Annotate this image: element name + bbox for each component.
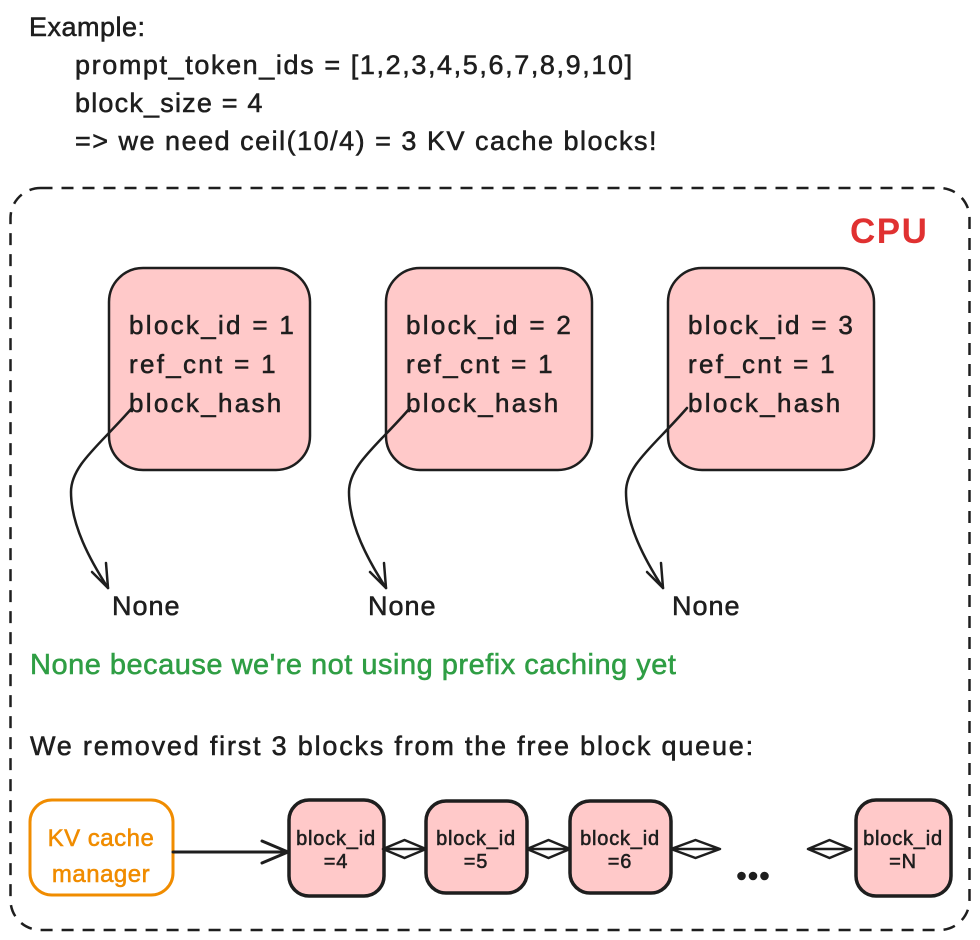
svg-text:block_id = 1: block_id = 1 — [129, 310, 296, 340]
svg-text:None: None — [672, 591, 741, 621]
svg-text:=5: =5 — [464, 851, 488, 873]
svg-text:KV cache: KV cache — [48, 825, 155, 852]
svg-text:We removed first 3 blocks from: We removed first 3 blocks from the free … — [30, 731, 755, 761]
svg-text:ref_cnt = 1: ref_cnt = 1 — [688, 349, 837, 379]
svg-text:prompt_token_ids = [1,2,3,4,5,: prompt_token_ids = [1,2,3,4,5,6,7,8,9,10… — [75, 50, 634, 80]
svg-text:block_id: block_id — [863, 828, 943, 850]
svg-text:manager: manager — [52, 861, 150, 888]
svg-text:block_size = 4: block_size = 4 — [75, 88, 264, 118]
svg-text:=6: =6 — [608, 851, 632, 873]
svg-text:ref_cnt = 1: ref_cnt = 1 — [129, 349, 278, 379]
svg-text:ref_cnt = 1: ref_cnt = 1 — [406, 349, 555, 379]
svg-text:block_hash: block_hash — [688, 388, 843, 418]
svg-text:=4: =4 — [324, 851, 348, 873]
svg-text:=> we need ceil(10/4) = 3 KV c: => we need ceil(10/4) = 3 KV cache block… — [75, 126, 658, 156]
svg-text:block_id: block_id — [580, 828, 660, 850]
svg-text:block_id: block_id — [436, 828, 516, 850]
svg-text:block_hash: block_hash — [406, 388, 561, 418]
svg-text:block_hash: block_hash — [129, 388, 284, 418]
svg-text:block_id = 3: block_id = 3 — [688, 310, 855, 340]
svg-text:None: None — [112, 591, 181, 621]
svg-text:None: None — [368, 591, 437, 621]
svg-text:block_id: block_id — [296, 828, 376, 850]
svg-text:None because we're not using p: None because we're not using prefix cach… — [30, 649, 676, 681]
svg-text:block_id = 2: block_id = 2 — [406, 310, 573, 340]
svg-text:CPU: CPU — [850, 212, 928, 251]
svg-text:Example:: Example: — [29, 12, 146, 42]
svg-text:=N: =N — [889, 851, 917, 873]
